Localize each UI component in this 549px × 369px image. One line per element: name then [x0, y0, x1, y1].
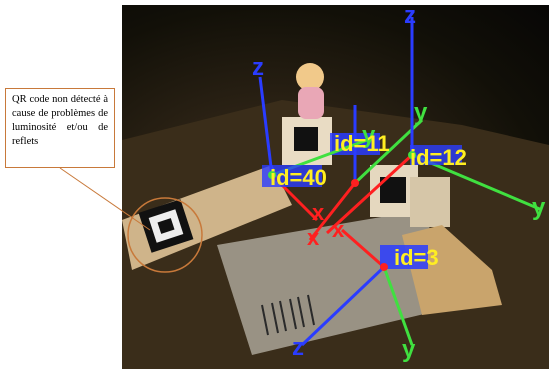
figurine	[296, 63, 324, 91]
marker-id-label: id=12	[410, 145, 467, 170]
marker-id12	[325, 17, 543, 235]
scene-overlay: z z z y y y y x x x id=11 id=12 id=40 id…	[122, 5, 549, 369]
annotation-text: QR code non détecté à cause de problèmes…	[12, 94, 108, 147]
x-axis-label: x	[307, 225, 320, 250]
marker-id-label: id=11	[334, 131, 390, 156]
annotation-callout: QR code non détecté à cause de problèmes…	[5, 88, 115, 168]
x-axis-label: x	[312, 200, 325, 225]
camera-frame: z z z y y y y x x x id=11 id=12 id=40 id…	[122, 5, 549, 369]
marker-id-label: id=40	[270, 165, 327, 190]
z-axis-label: z	[404, 5, 416, 29]
y-axis-label: y	[414, 99, 428, 126]
y-axis-label: y	[532, 194, 546, 221]
y-axis-label: y	[402, 336, 416, 363]
highlight-circle	[127, 197, 203, 273]
barcode	[261, 294, 315, 336]
z-axis-label: z	[252, 54, 264, 81]
marker-id40	[258, 76, 368, 222]
marker-id3	[300, 228, 428, 347]
z-axis-label: z	[292, 334, 304, 361]
marker-id-label: id=3	[394, 245, 439, 270]
y-axis-label: y	[362, 122, 376, 149]
x-axis-label: x	[332, 217, 345, 242]
